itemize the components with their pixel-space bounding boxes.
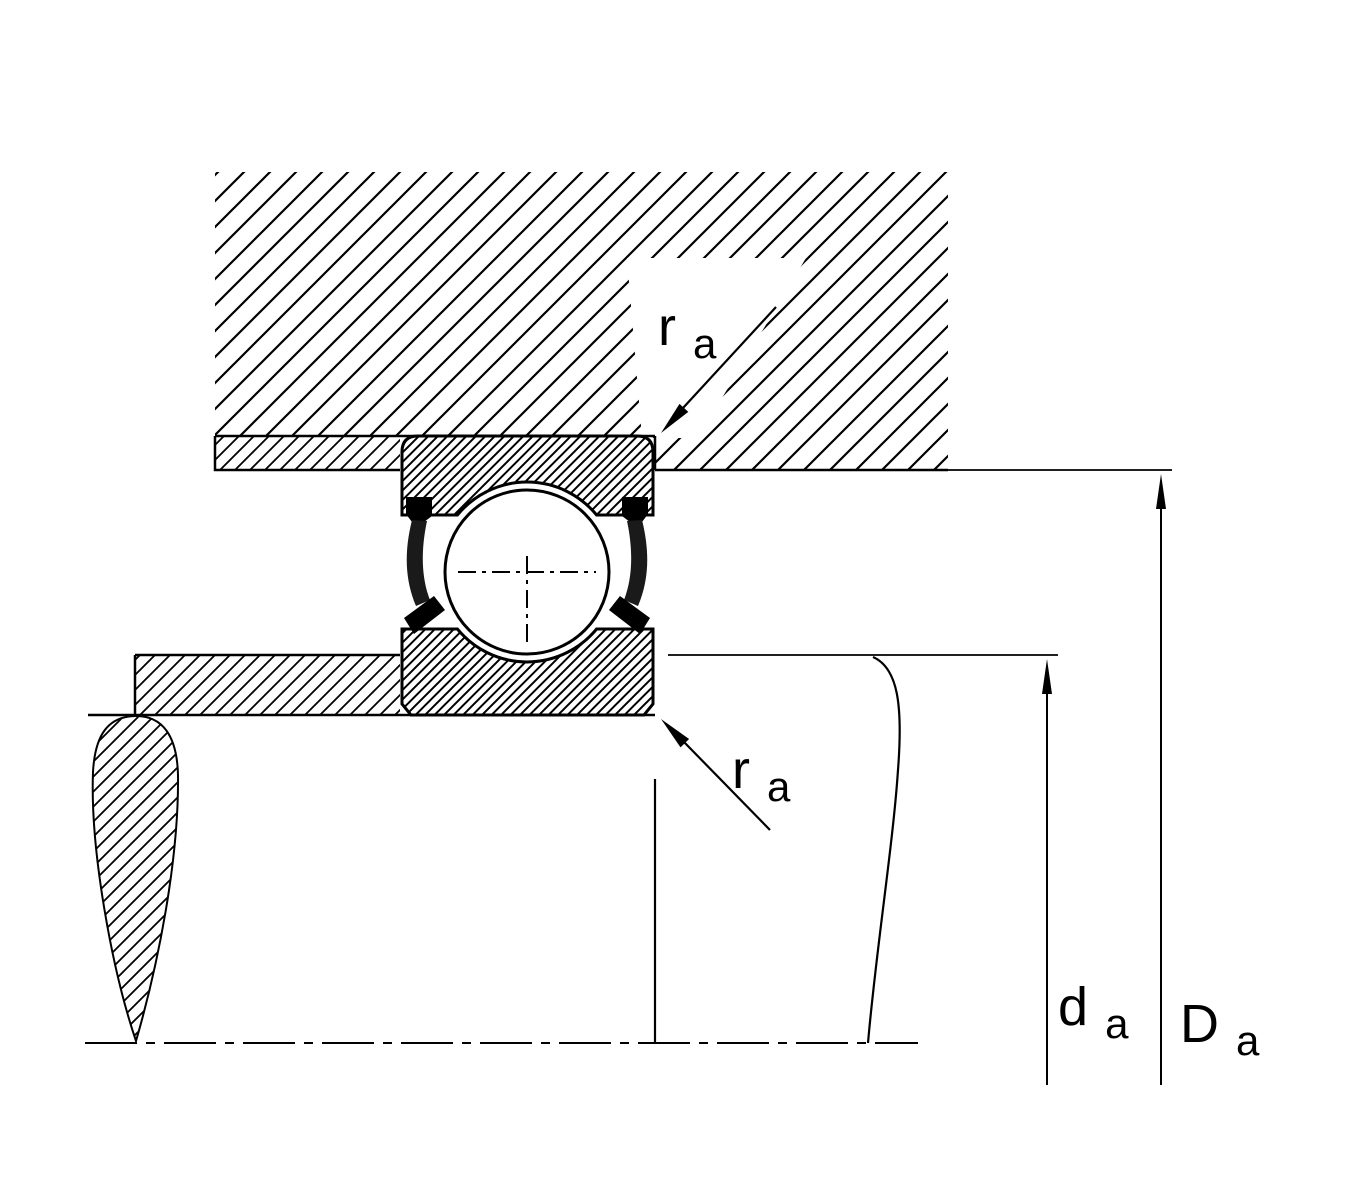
leader-line-ra-top [682,306,777,409]
label-Da-sub: a [1236,1017,1260,1064]
label-da-sub: a [1105,1000,1129,1047]
arrowhead-da [1042,659,1052,694]
label-ra-top: r a [658,297,717,367]
leader-ra-bottom [661,719,771,831]
shaft-break-edge-curve [866,655,901,1044]
cover-outline [213,436,400,472]
bearing-cross-section [400,434,655,717]
dimension-Da [948,469,1172,1085]
label-ra-bottom-main: r [732,740,750,800]
housing-section [215,172,948,472]
shaft-shoulder-hatch-area [135,655,400,715]
cover-ring-section [213,436,400,472]
arrowhead-ra-top [661,403,689,433]
label-ra-bottom: r a [732,740,791,810]
seal-left [404,497,445,634]
label-ra-top-main: r [658,297,676,357]
outer-ring-section [400,434,655,517]
housing-hatch-area [215,172,948,470]
seal-right [609,497,650,634]
shaft-section [88,653,901,1045]
cover-hatch-area [215,436,400,470]
dimension-da [668,654,1058,1085]
label-Da-main: D [1180,994,1219,1054]
label-Da: D a [1180,994,1260,1064]
label-ra-top-sub: a [693,320,717,367]
inner-ring-section [400,627,655,717]
label-ra-bottom-sub: a [767,763,791,810]
leader-ra-top [661,306,777,433]
label-da: d a [1058,977,1129,1047]
leader-line-ra-bottom [683,741,771,831]
arrowhead-Da [1156,474,1166,509]
label-da-main: d [1058,977,1088,1037]
arrowhead-ra-bottom [661,719,690,748]
shaft-break-section [91,714,180,1045]
